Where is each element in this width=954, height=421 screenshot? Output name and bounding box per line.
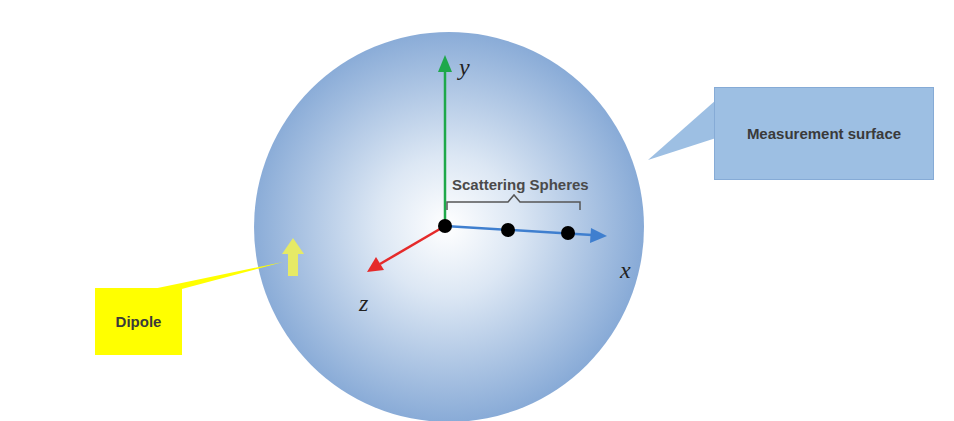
- axis-label: x: [620, 257, 631, 284]
- callout-box: Dipole: [95, 288, 182, 355]
- scattering-sphere: [561, 226, 575, 240]
- group-label: Scattering Spheres: [452, 176, 589, 193]
- callout-pointer: [648, 100, 716, 160]
- y-axis: [444, 70, 447, 226]
- z-axis: [380, 226, 445, 264]
- scattering-sphere: [438, 219, 452, 233]
- arrow-head: [367, 257, 384, 272]
- arrow-head: [438, 55, 452, 72]
- callout-pointer: [148, 262, 283, 290]
- bracket: [447, 195, 580, 210]
- arrow-head: [590, 228, 607, 243]
- axis-label: z: [359, 290, 368, 317]
- callout-box: Measurement surface: [714, 87, 934, 180]
- dipole-arrow: [282, 238, 304, 276]
- measurement-sphere: [254, 32, 644, 421]
- scattering-sphere: [501, 223, 515, 237]
- callout-text: Dipole: [116, 312, 162, 332]
- axis-label: y: [459, 54, 470, 81]
- callout-text: Measurement surface: [747, 124, 901, 144]
